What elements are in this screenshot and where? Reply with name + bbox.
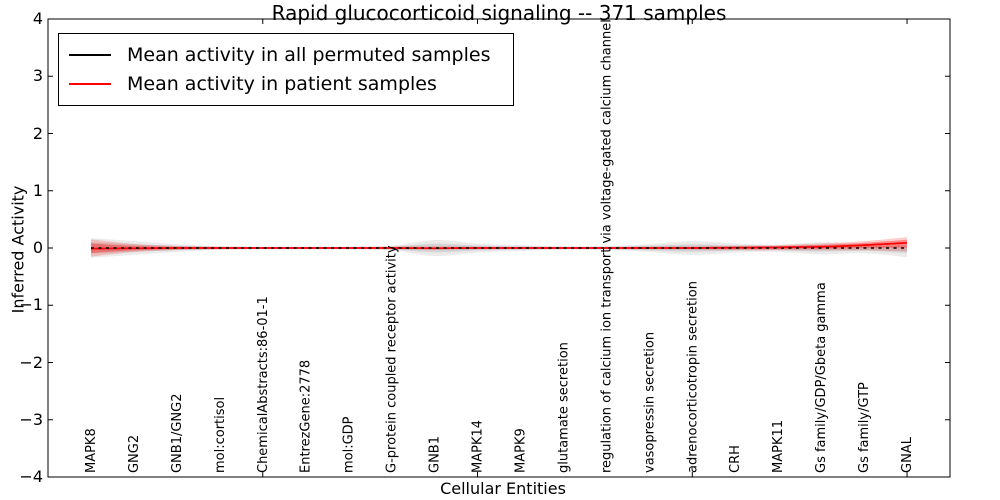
legend-item-permuted: Mean activity in all permuted samples [69, 40, 503, 69]
patient-band-outer [91, 237, 907, 257]
category-label: EntrezGene:2778 [299, 360, 314, 473]
category-label: mol:cortisol [213, 397, 228, 473]
category-label: glutamate secretion [556, 342, 571, 473]
y-tick-label: 1 [32, 180, 43, 200]
y-tick-label: 4 [32, 9, 43, 28]
category-label: GNB1 [428, 436, 443, 473]
category-label: G-protein coupled receptor activity [385, 245, 400, 473]
category-label: adrenocorticotropin secretion [685, 281, 700, 473]
chart-title: Rapid glucocorticoid signaling -- 371 sa… [271, 1, 727, 25]
y-tick-label: −4 [19, 467, 43, 486]
category-label: vasopressin secretion [642, 332, 657, 473]
category-label: GNG2 [127, 435, 142, 473]
category-label: MAPK11 [771, 420, 786, 473]
patient-line-sample [69, 82, 111, 85]
category-label: GNAL [900, 436, 915, 473]
category-label: CRH [728, 445, 743, 473]
category-label: MAPK8 [84, 428, 99, 473]
category-label: GNB1/GNG2 [170, 393, 185, 473]
y-tick-label: −2 [19, 352, 43, 372]
legend: Mean activity in all permuted samples Me… [58, 33, 514, 106]
category-label: mol:GDP [342, 416, 357, 473]
legend-label: Mean activity in patient samples [127, 72, 437, 95]
y-tick-label: −1 [19, 295, 43, 315]
y-tick-label: 0 [32, 238, 43, 257]
y-tick-label: −3 [19, 409, 43, 429]
y-tick-label: 2 [32, 123, 43, 143]
permuted-line-sample [69, 53, 111, 56]
category-label: Gs family/GDP/Gbeta gamma [814, 282, 829, 473]
category-label: Gs family/GTP [857, 382, 872, 473]
category-label: ChemicalAbstracts:86-01-1 [256, 296, 271, 473]
y-tick-label: 3 [32, 66, 43, 86]
legend-label: Mean activity in all permuted samples [127, 43, 491, 66]
category-label: regulation of calcium ion transport via … [599, 19, 614, 473]
category-label: MAPK14 [471, 420, 486, 473]
category-label: MAPK9 [513, 428, 528, 473]
x-axis-label: Cellular Entities [440, 479, 566, 498]
legend-item-patient: Mean activity in patient samples [69, 69, 503, 98]
